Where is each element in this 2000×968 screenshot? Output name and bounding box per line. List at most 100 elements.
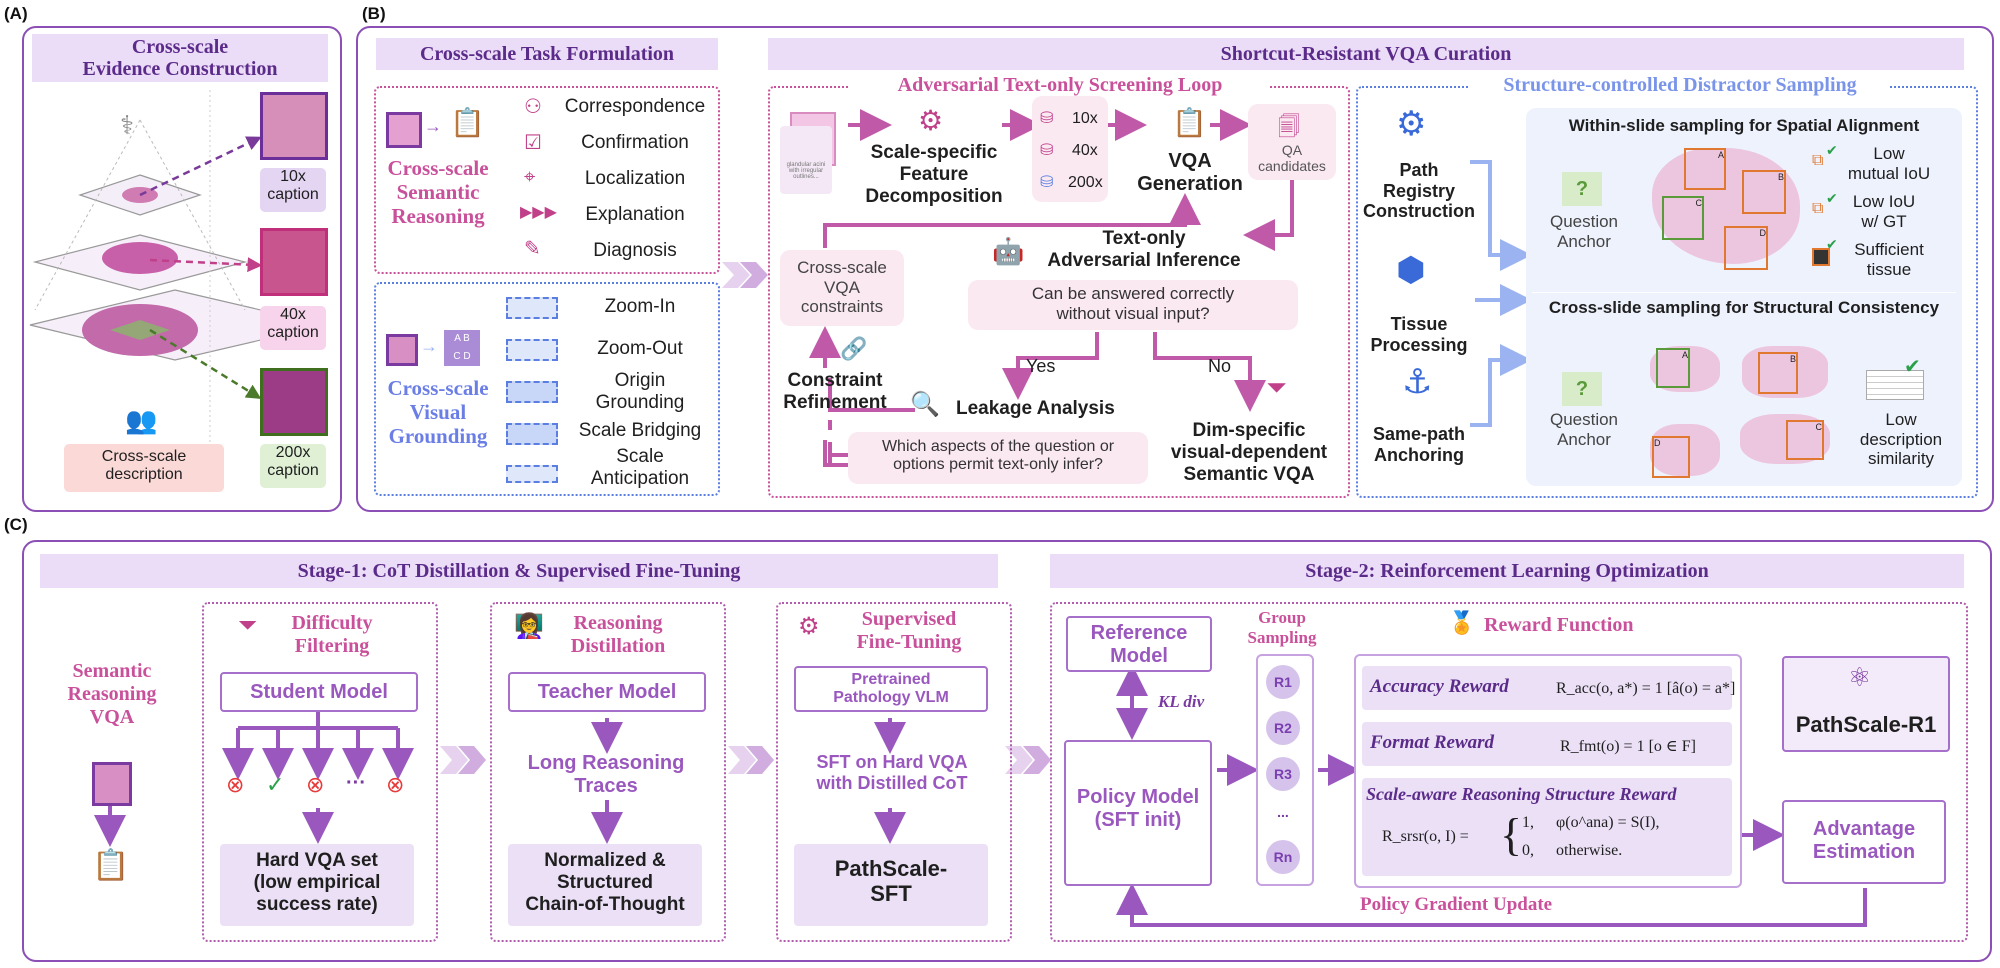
iou-icon-2: ⧉ [1812,200,1824,217]
anchor-icon: ⚓ [1402,363,1433,401]
accuracy-formula: R_acc(o, a*) = 1 [â(o) = a*] [1556,680,1736,697]
tile-200x [260,368,328,436]
accuracy-row [1362,666,1732,710]
distractor-title: Structure-controlled Distractor Sampling [1470,74,1890,97]
structure-row [1362,778,1732,876]
confirmation-icon: ☑ [524,132,542,154]
visual-box [374,282,720,496]
teacher-model: Teacher Model [508,672,706,712]
tissue-cells-icon: ⬢ [1396,251,1426,289]
task-zoom-out: Zoom-Out [597,338,683,359]
tile-10x [260,92,328,160]
pathscale-r1-box [1782,656,1950,752]
task-localization: Localization [584,168,686,189]
slide-thumb-d [1650,424,1720,476]
vqa-stack-icon [92,762,132,806]
region-c-1: C [1662,196,1704,240]
question-anchor-mark-2: ? [1562,372,1602,406]
question-anchor-mark-1: ? [1562,172,1602,206]
sft-box [776,602,1012,942]
policy-model: Policy Model(SFT init) [1064,740,1212,886]
difficulty-box [202,602,438,942]
loop-title: Adversarial Text-only Screening Loop [850,74,1270,97]
scale-anticipation-icon [506,465,558,483]
region-b-2: B [1758,352,1798,394]
format-formula: R_fmt(o) = 1 [o ∈ F] [1560,738,1696,755]
pyramid-diagram [29,90,326,480]
chevrons [440,262,1051,774]
qa-candidates-box [1248,104,1336,180]
check-icon-2: ✔ [1826,190,1838,206]
panel-c [22,540,1992,962]
clipboard-vqa-icon: 📋 [1172,107,1207,138]
slide-stack-icon-2 [386,334,418,366]
evidence-title: Cross-scale Evidence Construction [32,34,328,82]
stage2-title: Stage-2: Reinforcement Learning Optimiza… [1050,554,1964,588]
question-box [968,280,1298,330]
student-model: Student Model [220,672,418,712]
loop-arrows [809,109,1294,467]
region-d-2: D [1652,436,1690,478]
region-b-1: B [1742,170,1786,214]
zoom-in-icon [506,297,558,319]
qa-docs-icon: 🗐 [1278,114,1300,139]
task-formulation-title: Cross-scale Task Formulation [376,38,718,70]
gears-icon: ⚙ [918,105,944,136]
yes-label: Yes [1026,356,1056,376]
funnel-icon: ⏷ [238,612,258,639]
region-a-1: A [1684,148,1726,190]
policy-gradient-update: Policy Gradient Update [1360,894,1553,915]
clipboard-icon: 📋 [450,107,485,138]
arrow-right-icon-2: → [420,336,438,356]
tile-40x [260,228,328,296]
link-icon: 🔗 [840,336,868,361]
task-correspondence: Correspondence [564,96,706,117]
diagnosis-icon: ✎ [524,238,541,260]
scale-10x: 10x [1072,110,1098,127]
sample-r2: R2 [1266,711,1300,745]
within-slide-thumbnail [1652,148,1800,264]
distillation-box [490,602,726,942]
cross-slide-title: Cross-slide sampling for Structural Cons… [1548,298,1940,317]
scale-200x: 200x [1068,174,1103,191]
correspondence-icon: ⚇ [524,96,542,118]
region-c-2: C [1786,420,1824,460]
check-icon-1: ✔ [1826,142,1838,158]
leak-question-box [848,432,1148,484]
task-explanation: Explanation [585,204,685,225]
evidence-title-line2: Evidence Construction [82,58,278,80]
region-d-1: D [1724,226,1768,270]
network-icon: ⚛ [1848,662,1872,692]
panel-a [22,26,342,512]
scale-bridging-icon [506,423,558,445]
tissue-icon [1812,248,1830,266]
within-slide-title: Within-slide sampling for Spatial Alignm… [1568,116,1920,135]
wrong-icon-2: ⊗ [306,772,325,797]
arrow-right-icon: → [424,116,442,136]
slide-thumb-a [1650,346,1720,392]
registry-gears-icon: ⚙ [1396,105,1427,143]
scales-box [1032,96,1108,202]
origin-grounding-icon [506,381,558,403]
db-icon-10x: ⛁ [1040,110,1054,127]
sample-r1: R1 [1266,665,1300,699]
reward-badge-icon: 🏅 [1448,610,1476,635]
